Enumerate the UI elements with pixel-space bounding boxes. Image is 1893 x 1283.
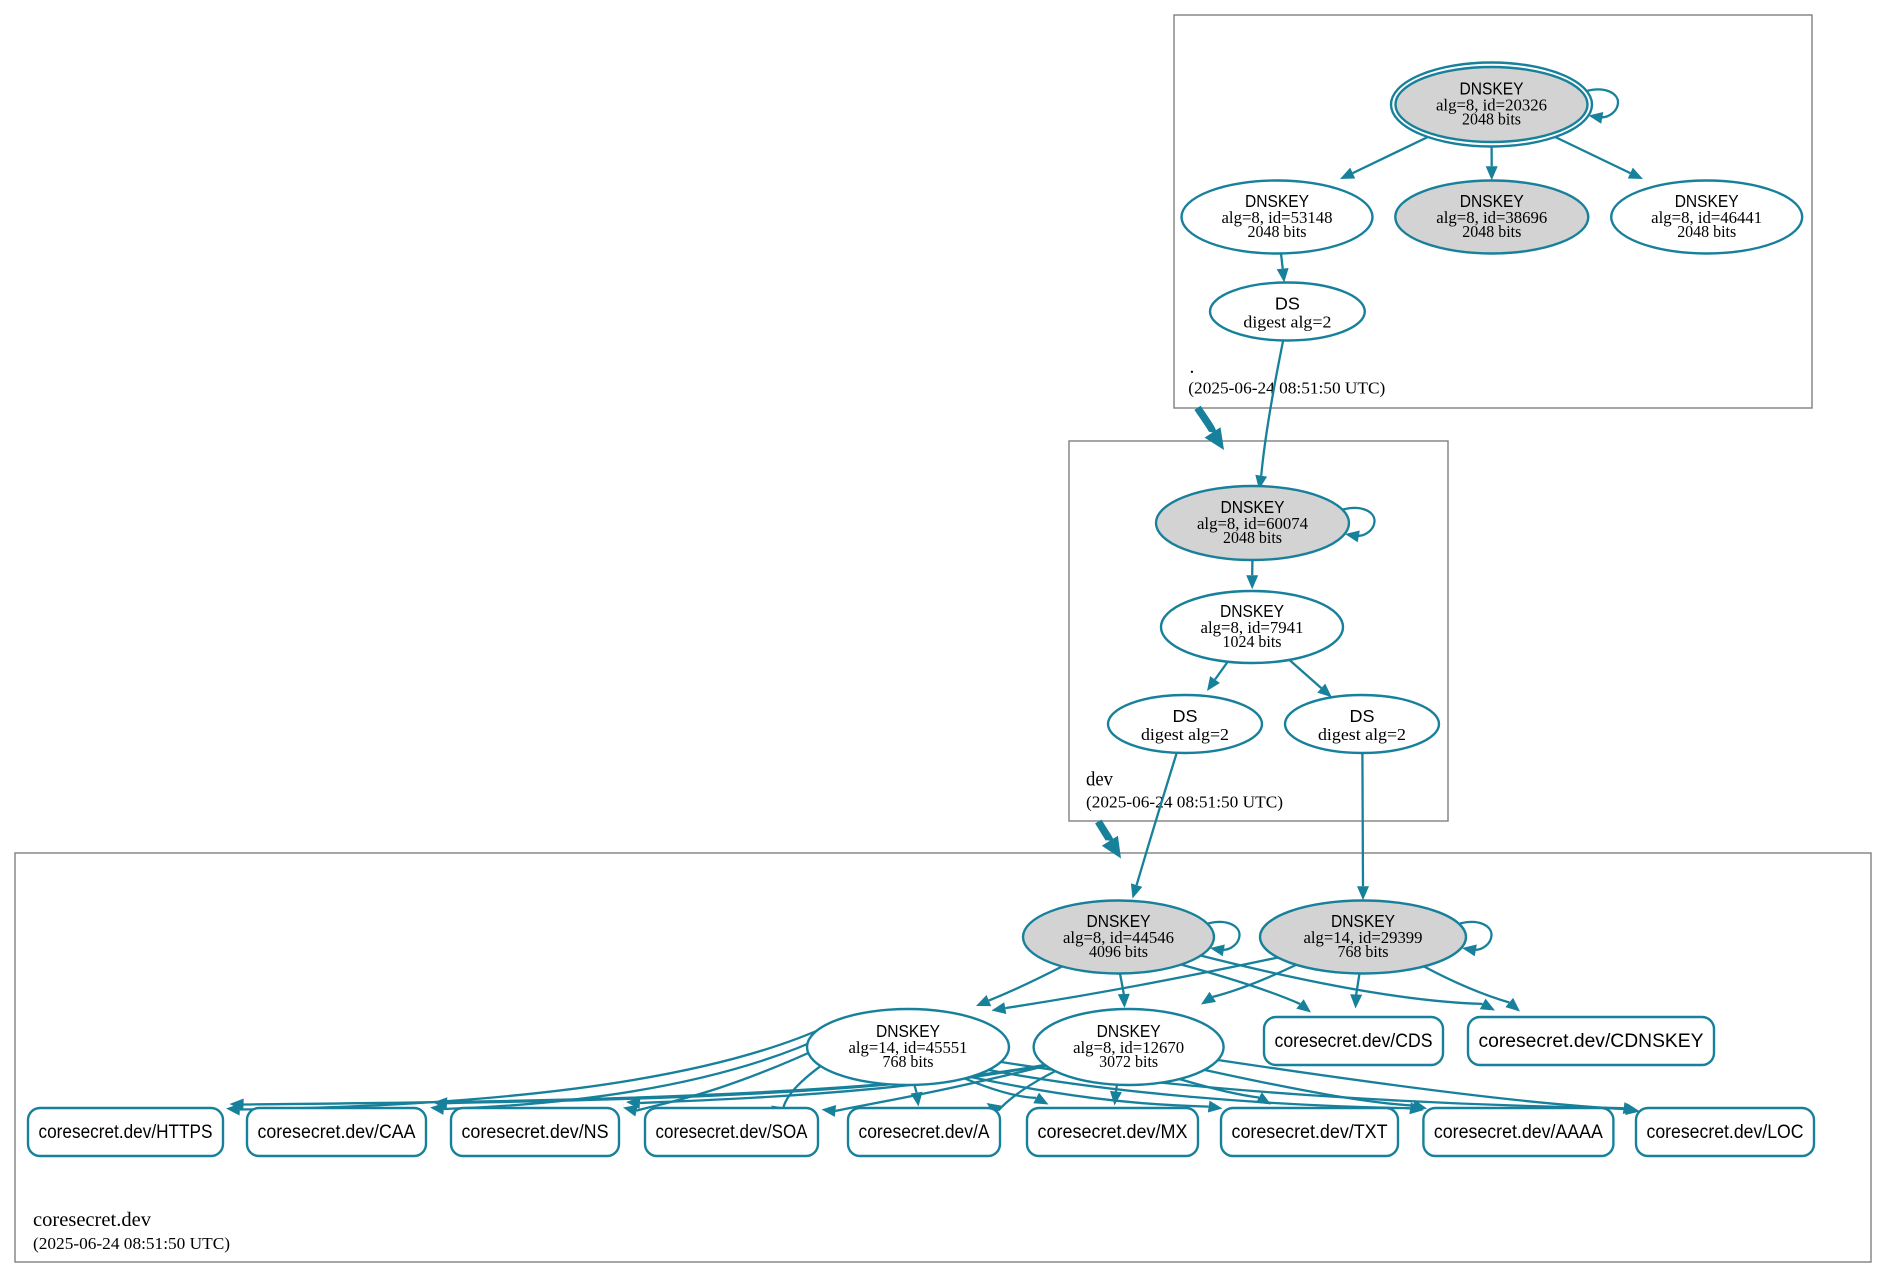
svg-text:768 bits: 768 bits bbox=[1338, 942, 1389, 961]
svg-text:2048 bits: 2048 bits bbox=[1223, 528, 1282, 547]
svg-text:DNSKEY: DNSKEY bbox=[1220, 601, 1284, 621]
svg-text:DNSKEY: DNSKEY bbox=[1331, 911, 1395, 931]
svg-text:coresecret.dev/NS: coresecret.dev/NS bbox=[462, 1122, 609, 1143]
svg-text:DNSKEY: DNSKEY bbox=[1245, 191, 1309, 211]
svg-text:coresecret.dev: coresecret.dev bbox=[33, 1210, 151, 1231]
svg-text:2048 bits: 2048 bits bbox=[1462, 222, 1521, 241]
svg-text:DNSKEY: DNSKEY bbox=[1221, 497, 1285, 517]
svg-text:coresecret.dev/TXT: coresecret.dev/TXT bbox=[1232, 1122, 1388, 1143]
svg-text:DNSKEY: DNSKEY bbox=[1460, 191, 1524, 211]
svg-text:dev: dev bbox=[1086, 770, 1113, 791]
svg-text:alg=14, id=29399: alg=14, id=29399 bbox=[1304, 928, 1423, 947]
svg-text:digest alg=2: digest alg=2 bbox=[1141, 725, 1229, 744]
svg-text:coresecret.dev/SOA: coresecret.dev/SOA bbox=[656, 1122, 808, 1143]
svg-text:3072 bits: 3072 bits bbox=[1099, 1052, 1158, 1071]
svg-text:4096 bits: 4096 bits bbox=[1089, 942, 1148, 961]
svg-text:coresecret.dev/A: coresecret.dev/A bbox=[859, 1122, 990, 1143]
svg-text:2048 bits: 2048 bits bbox=[1677, 222, 1736, 241]
svg-text:coresecret.dev/CDS: coresecret.dev/CDS bbox=[1275, 1031, 1433, 1052]
svg-text:DNSKEY: DNSKEY bbox=[1087, 911, 1151, 931]
svg-text:digest alg=2: digest alg=2 bbox=[1243, 312, 1331, 331]
svg-text:1024 bits: 1024 bits bbox=[1223, 632, 1282, 651]
svg-text:coresecret.dev/HTTPS: coresecret.dev/HTTPS bbox=[39, 1122, 213, 1143]
svg-text:(2025-06-24 08:51:50 UTC): (2025-06-24 08:51:50 UTC) bbox=[1086, 793, 1283, 812]
svg-text:alg=8, id=53148: alg=8, id=53148 bbox=[1222, 208, 1333, 227]
svg-text:DS: DS bbox=[1275, 294, 1300, 314]
svg-text:DNSKEY: DNSKEY bbox=[1675, 191, 1739, 211]
svg-text:coresecret.dev/AAAA: coresecret.dev/AAAA bbox=[1434, 1122, 1603, 1143]
svg-text:coresecret.dev/LOC: coresecret.dev/LOC bbox=[1647, 1122, 1804, 1143]
svg-text:DNSKEY: DNSKEY bbox=[1097, 1021, 1161, 1041]
svg-text:DS: DS bbox=[1350, 706, 1375, 726]
svg-text:coresecret.dev/CAA: coresecret.dev/CAA bbox=[258, 1122, 416, 1143]
svg-text:768 bits: 768 bits bbox=[883, 1052, 934, 1071]
svg-text:alg=8, id=20326: alg=8, id=20326 bbox=[1436, 96, 1547, 115]
svg-text:alg=8, id=60074: alg=8, id=60074 bbox=[1197, 514, 1308, 533]
svg-text:2048 bits: 2048 bits bbox=[1462, 109, 1521, 128]
svg-text:DNSKEY: DNSKEY bbox=[1460, 79, 1524, 99]
svg-text:coresecret.dev/MX: coresecret.dev/MX bbox=[1038, 1122, 1188, 1143]
svg-text:(2025-06-24 08:51:50 UTC): (2025-06-24 08:51:50 UTC) bbox=[33, 1234, 230, 1253]
svg-text:DNSKEY: DNSKEY bbox=[876, 1021, 940, 1041]
svg-text:.: . bbox=[1190, 357, 1195, 378]
svg-text:coresecret.dev/CDNSKEY: coresecret.dev/CDNSKEY bbox=[1479, 1031, 1704, 1052]
svg-text:(2025-06-24 08:51:50 UTC): (2025-06-24 08:51:50 UTC) bbox=[1188, 379, 1385, 398]
svg-text:alg=8, id=44546: alg=8, id=44546 bbox=[1063, 928, 1174, 947]
svg-text:DS: DS bbox=[1173, 706, 1198, 726]
svg-text:alg=14, id=45551: alg=14, id=45551 bbox=[849, 1038, 968, 1057]
svg-text:2048 bits: 2048 bits bbox=[1248, 222, 1307, 241]
svg-text:alg=8, id=7941: alg=8, id=7941 bbox=[1201, 618, 1304, 637]
svg-text:digest alg=2: digest alg=2 bbox=[1318, 725, 1406, 744]
svg-text:alg=8, id=12670: alg=8, id=12670 bbox=[1073, 1038, 1184, 1057]
svg-text:alg=8, id=38696: alg=8, id=38696 bbox=[1436, 208, 1547, 227]
svg-text:alg=8, id=46441: alg=8, id=46441 bbox=[1651, 208, 1762, 227]
